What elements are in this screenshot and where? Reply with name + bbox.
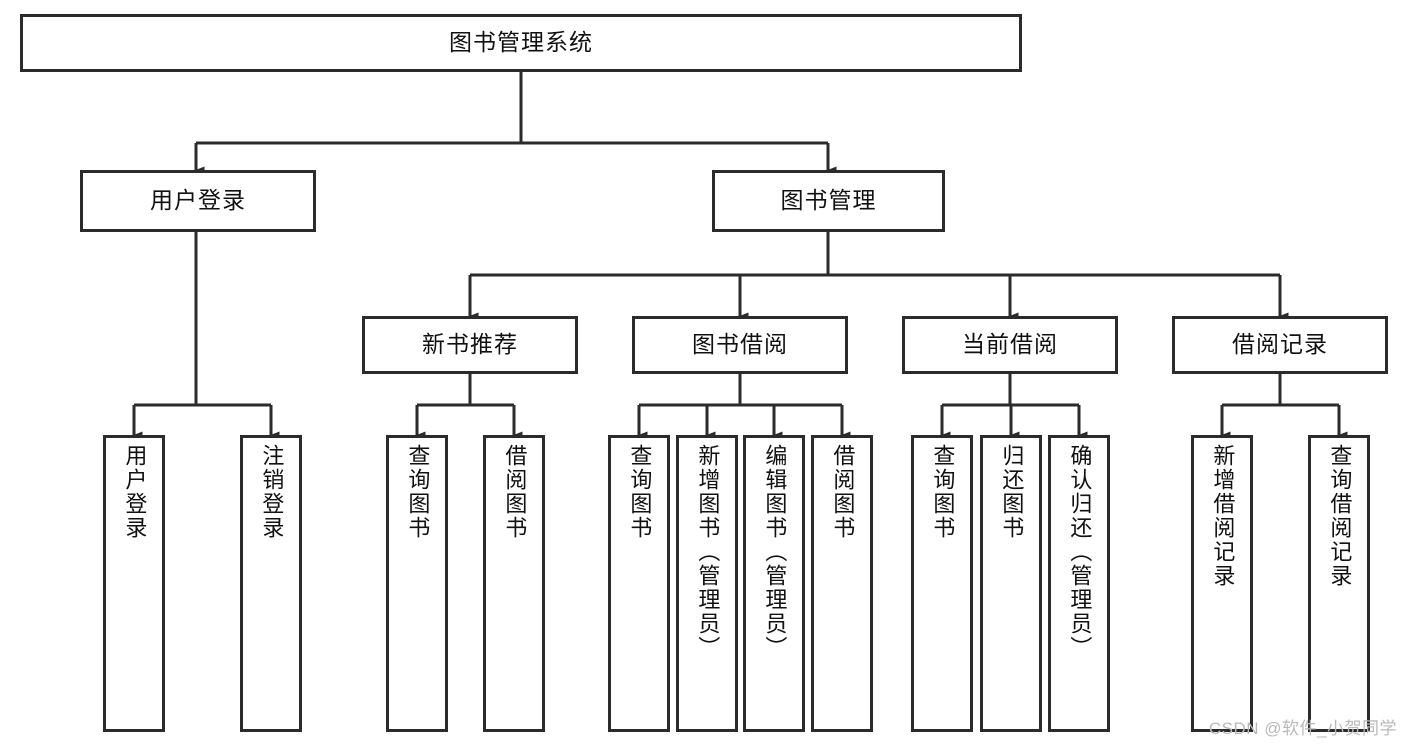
node-label: 当前借阅 (962, 331, 1058, 358)
node-book-borrow[interactable]: 图书借阅 (632, 316, 848, 374)
node-label: 查询图书 (930, 444, 956, 540)
node-root[interactable]: 图书管理系统 (20, 14, 1022, 72)
leaf-borrow-book-1[interactable]: 借阅图书 (483, 435, 545, 732)
node-label: 新增图书（管理员） (695, 444, 721, 660)
node-label: 借阅记录 (1232, 331, 1328, 358)
leaf-borrow-book-2[interactable]: 借阅图书 (811, 435, 873, 732)
node-label: 用户登录 (122, 444, 148, 540)
node-label: 查询借阅记录 (1327, 444, 1353, 588)
node-label: 借阅图书 (830, 444, 856, 540)
node-label: 图书借阅 (692, 331, 788, 358)
watermark: CSDN @软件_小贺同学 (1208, 719, 1397, 738)
leaf-query-book-3[interactable]: 查询图书 (911, 435, 973, 732)
leaf-query-book-2[interactable]: 查询图书 (608, 435, 670, 732)
leaf-add-book[interactable]: 新增图书（管理员） (676, 435, 738, 732)
node-label: 编辑图书（管理员） (762, 444, 788, 660)
leaf-return-book[interactable]: 归还图书 (980, 435, 1042, 732)
node-new-book-rec[interactable]: 新书推荐 (362, 316, 578, 374)
node-borrow-record[interactable]: 借阅记录 (1172, 316, 1388, 374)
node-label: 新书推荐 (422, 331, 518, 358)
leaf-user-login[interactable]: 用户登录 (103, 435, 165, 732)
node-label: 借阅图书 (502, 444, 528, 540)
leaf-query-book-1[interactable]: 查询图书 (386, 435, 448, 732)
node-label: 新增借阅记录 (1210, 444, 1236, 588)
node-user-login[interactable]: 用户登录 (80, 170, 316, 232)
node-label: 注销登录 (259, 444, 285, 540)
leaf-confirm-return[interactable]: 确认归还（管理员） (1048, 435, 1110, 732)
node-label: 确认归还（管理员） (1067, 444, 1093, 660)
leaf-edit-book[interactable]: 编辑图书（管理员） (743, 435, 805, 732)
leaf-add-record[interactable]: 新增借阅记录 (1191, 435, 1253, 732)
node-label: 用户登录 (150, 187, 246, 214)
leaf-query-record[interactable]: 查询借阅记录 (1308, 435, 1370, 732)
node-label: 归还图书 (999, 444, 1025, 540)
leaf-logout[interactable]: 注销登录 (240, 435, 302, 732)
node-label: 查询图书 (405, 444, 431, 540)
node-book-manage[interactable]: 图书管理 (712, 170, 945, 232)
node-label: 图书管理系统 (449, 29, 593, 56)
node-current-borrow[interactable]: 当前借阅 (902, 316, 1118, 374)
node-label: 查询图书 (627, 444, 653, 540)
node-label: 图书管理 (780, 187, 877, 214)
